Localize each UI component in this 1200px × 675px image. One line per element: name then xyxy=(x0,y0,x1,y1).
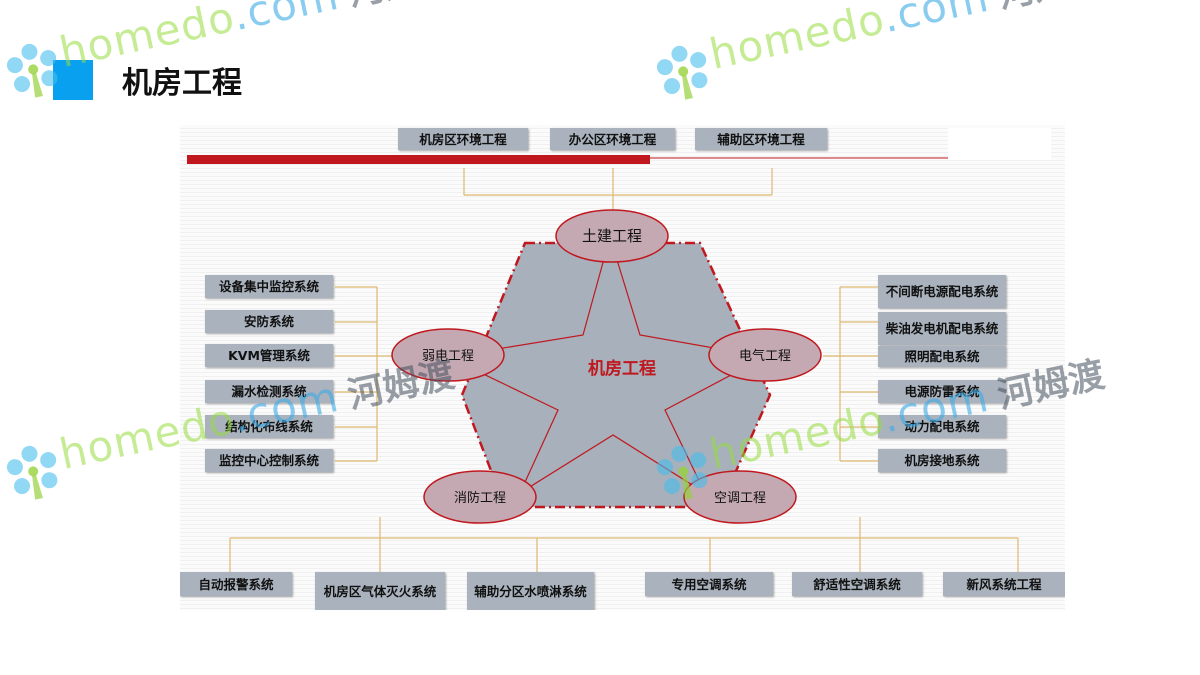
top-box-machine-room-env: 机房区环境工程 xyxy=(398,128,528,150)
left-connectors xyxy=(335,286,393,462)
bottom-box-fresh-air: 新风系统工程 xyxy=(943,572,1065,596)
right-box-grounding: 机房接地系统 xyxy=(878,449,1006,472)
right-box-lighting: 照明配电系统 xyxy=(878,346,1006,367)
right-connectors xyxy=(823,286,878,462)
node-right: 电气工程 xyxy=(708,328,822,382)
left-box-cabling: 结构化布线系统 xyxy=(205,415,333,438)
watermark-top-right: homedo.com河姆渡 xyxy=(646,0,1112,106)
right-box-power: 动力配电系统 xyxy=(878,415,1006,438)
wm-brand-do: do xyxy=(825,0,889,54)
bottom-box-comfort-ac: 舒适性空调系统 xyxy=(792,572,922,596)
bottom-connectors xyxy=(229,517,1019,572)
bottom-box-gas-fire: 机房区气体灭火系统 xyxy=(315,572,445,610)
diagram-panel: 土建工程 弱电工程 电气工程 消防工程 空调工程 机房工程 机房区环境工程 办公… xyxy=(180,125,1065,610)
left-box-leak-detection: 漏水检测系统 xyxy=(205,380,333,403)
bottom-box-sprinkler: 辅助分区水喷淋系统 xyxy=(467,572,594,610)
top-box-aux-env: 辅助区环境工程 xyxy=(695,128,827,150)
right-box-ups: 不间断电源配电系统 xyxy=(878,275,1006,308)
flower-logo-icon xyxy=(6,445,58,500)
top-connectors xyxy=(463,168,773,213)
left-box-kvm: KVM管理系统 xyxy=(205,344,333,367)
center-label: 机房工程 xyxy=(588,358,656,379)
right-box-lightning-protection: 电源防雷系统 xyxy=(878,380,1006,403)
node-top-label: 土建工程 xyxy=(582,227,642,245)
bottom-box-auto-alarm: 自动报警系统 xyxy=(180,572,292,596)
node-bottom-right: 空调工程 xyxy=(683,470,797,524)
diagram-svg: 土建工程 弱电工程 电气工程 消防工程 空调工程 机房工程 xyxy=(187,155,1019,572)
top-box-office-env: 办公区环境工程 xyxy=(550,128,675,150)
left-box-security: 安防系统 xyxy=(205,310,333,333)
header-red-bar xyxy=(187,155,650,164)
wm-brand-do: do xyxy=(175,0,239,52)
wm-chinese: 河姆渡 xyxy=(344,0,458,15)
left-box-equipment-monitoring: 设备集中监控系统 xyxy=(205,275,333,298)
wm-chinese: 河姆渡 xyxy=(994,0,1108,17)
node-left: 弱电工程 xyxy=(391,328,505,382)
node-right-label: 电气工程 xyxy=(739,348,791,364)
wm-brand-home: home xyxy=(55,405,186,479)
left-box-control-center: 监控中心控制系统 xyxy=(205,449,333,472)
flower-logo-icon xyxy=(656,45,708,100)
node-bottom-left-label: 消防工程 xyxy=(454,490,506,506)
node-bottom-left: 消防工程 xyxy=(423,470,537,524)
node-top: 土建工程 xyxy=(555,209,669,263)
title-square-icon xyxy=(53,60,93,100)
node-left-label: 弱电工程 xyxy=(422,349,474,364)
top-white-box xyxy=(948,128,1051,160)
wm-brand-home: home xyxy=(705,5,836,79)
right-box-diesel: 柴油发电机配电系统 xyxy=(878,312,1006,345)
bottom-box-dedicated-ac: 专用空调系统 xyxy=(645,572,773,596)
page-title: 机房工程 xyxy=(122,66,242,101)
wm-brand-com: .com xyxy=(878,0,994,43)
wm-brand-com: .com xyxy=(228,0,344,41)
node-bottom-right-label: 空调工程 xyxy=(714,491,766,506)
